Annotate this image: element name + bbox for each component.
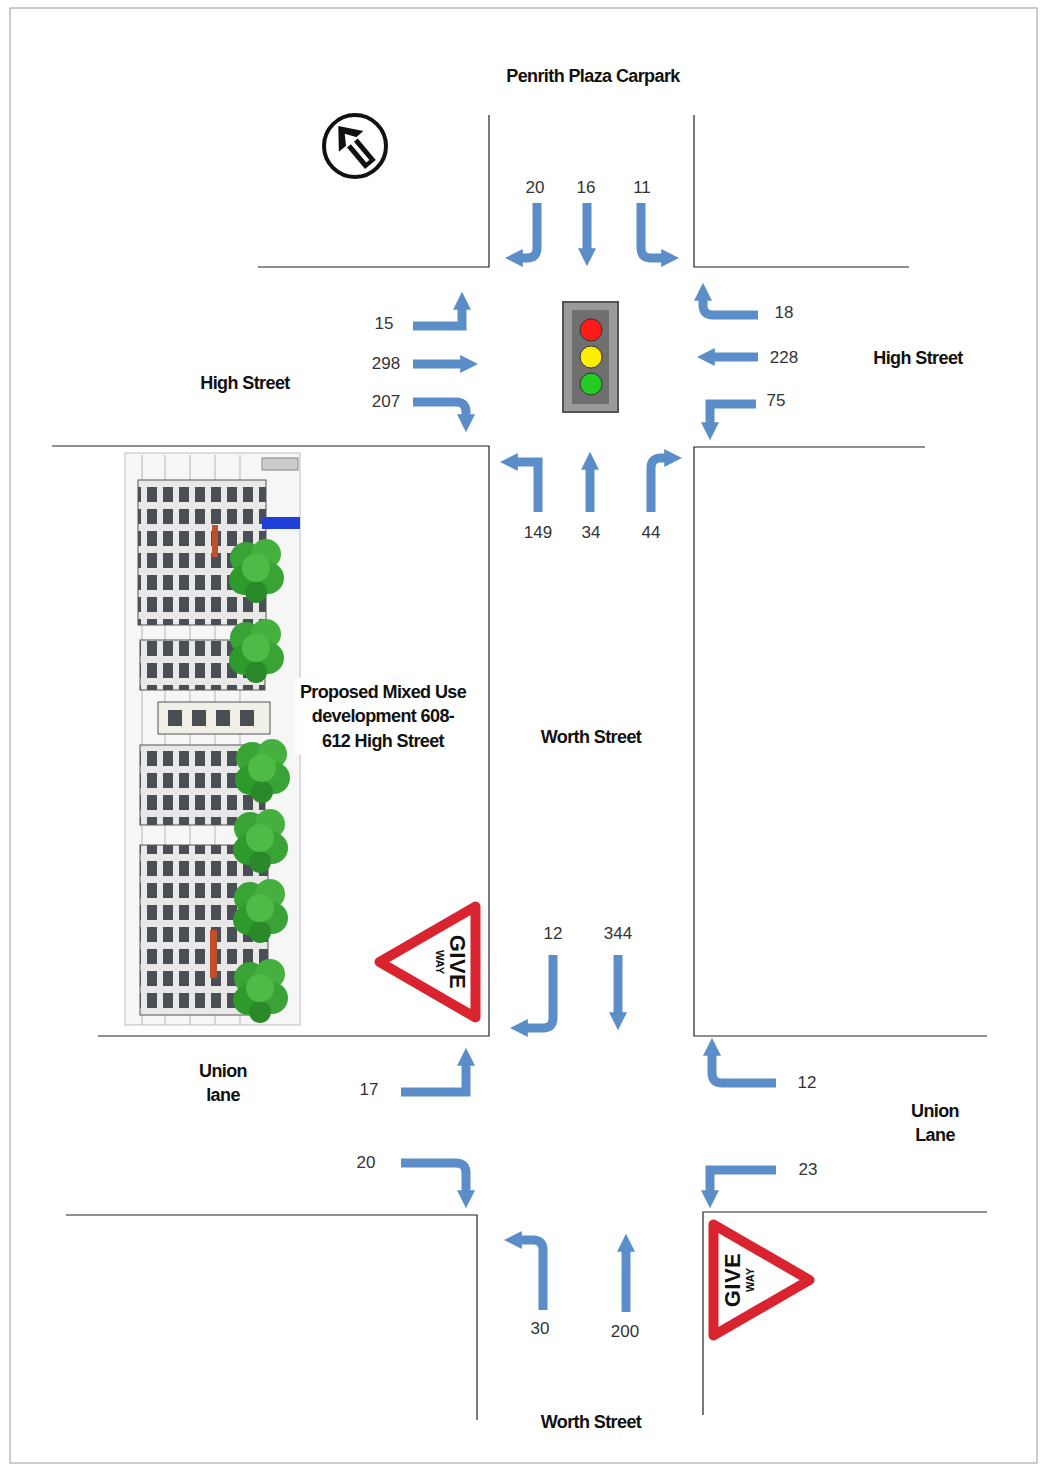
frame	[10, 8, 1037, 1463]
building-elevation-part	[262, 458, 298, 470]
street-name: Worth Street	[541, 1410, 641, 1434]
kerb-lines-part	[703, 1212, 987, 1415]
north-arrow-symbol-part	[324, 115, 386, 177]
kerb-lines-part	[52, 446, 489, 1036]
traffic-arrows-part	[710, 1170, 776, 1192]
building-elevation-part	[216, 710, 230, 726]
kerb-lines-part	[258, 115, 489, 267]
traffic-arrows-part	[413, 402, 466, 416]
volume-count: 75	[767, 391, 786, 411]
north-arrow-symbol-part	[326, 116, 383, 175]
volume-count: 12	[798, 1073, 817, 1093]
volume-count: 16	[577, 178, 596, 198]
traffic-arrows-part	[401, 1163, 466, 1192]
volume-count: 30	[531, 1319, 550, 1339]
building-elevation-part	[233, 809, 288, 873]
traffic-arrows-part	[712, 1054, 776, 1083]
traffic-arrows-part	[710, 404, 756, 424]
street-name: High Street	[873, 346, 962, 370]
building-elevation-part	[210, 930, 217, 978]
volume-count: 228	[770, 348, 798, 368]
traffic-arrows-part	[583, 203, 592, 250]
building-elevation-part	[233, 879, 288, 943]
traffic-arrows-part	[526, 955, 553, 1028]
traffic-arrows-part	[516, 462, 538, 512]
north-arrow-symbol	[324, 115, 386, 177]
street-name: High Street	[200, 371, 289, 395]
building-elevation-part	[212, 525, 218, 557]
traffic-signal-symbol-part	[580, 319, 602, 341]
traffic-arrows-part	[713, 353, 758, 362]
traffic-signal-symbol	[563, 302, 618, 412]
development-label: Proposed Mixed Use development 608-612 H…	[295, 678, 471, 755]
north-arrow-symbol-part-part	[326, 116, 383, 175]
traffic-arrows-part	[641, 203, 663, 258]
building-elevation	[125, 453, 300, 1025]
traffic-signal-symbol-part	[580, 373, 602, 395]
traffic-arrows-part	[651, 458, 666, 512]
traffic-arrows-part	[413, 360, 462, 369]
volume-count: 23	[799, 1160, 818, 1180]
traffic-arrows-part	[413, 308, 462, 326]
kerb-lines	[52, 115, 987, 1420]
building-elevation-part	[229, 619, 284, 683]
building-elevation-part	[240, 710, 254, 726]
volume-count: 34	[582, 523, 601, 543]
volume-count: 207	[372, 392, 400, 412]
building-elevation-part	[168, 710, 182, 726]
traffic-signal-symbol-part	[563, 302, 618, 412]
volume-count: 12	[544, 924, 563, 944]
street-name: Worth Street	[541, 725, 641, 749]
north-arrow-symbol-part-part	[339, 129, 374, 167]
traffic-arrows-part	[622, 1250, 631, 1312]
kerb-lines-part	[66, 1215, 477, 1420]
traffic-arrows-part	[614, 955, 623, 1014]
kerb-lines-part	[694, 447, 987, 1036]
building-elevation-part	[192, 710, 206, 726]
sign-text: GIVE	[445, 900, 482, 1025]
street-name: Union lane	[188, 1059, 258, 1108]
give-way-sign: GIVEWAY	[372, 900, 482, 1025]
volume-count: 344	[604, 924, 632, 944]
location-name: Penrith Plaza Carpark	[506, 64, 679, 88]
give-way-sign: GIVEWAY	[706, 1218, 816, 1343]
building-elevation-part	[158, 702, 270, 734]
traffic-signal-symbol-part	[572, 310, 609, 404]
building-elevation-part	[235, 739, 290, 803]
volume-count: 149	[524, 523, 552, 543]
sign-text: GIVE	[706, 1218, 743, 1343]
kerb-lines-part	[694, 115, 909, 267]
building-elevation-part	[229, 539, 284, 603]
traffic-arrows-part	[586, 468, 595, 512]
sign-text: WAY	[433, 900, 445, 1025]
building-elevation-part	[262, 517, 300, 529]
street-name: Union Lane	[900, 1099, 970, 1148]
volume-count: 20	[357, 1153, 376, 1173]
volume-count: 298	[372, 354, 400, 374]
traffic-arrows-part	[520, 1240, 543, 1310]
volume-count: 18	[775, 303, 794, 323]
building-elevation-part	[233, 959, 288, 1023]
traffic-arrows-part	[703, 299, 758, 315]
sign-text: WAY	[743, 1218, 755, 1343]
traffic-signal-symbol-part	[580, 346, 602, 368]
volume-count: 200	[611, 1322, 639, 1342]
traffic-arrows	[401, 203, 776, 1312]
volume-count: 20	[526, 178, 545, 198]
traffic-arrows-part	[401, 1064, 466, 1092]
volume-count: 44	[642, 523, 661, 543]
volume-count: 11	[633, 178, 651, 198]
volume-count: 15	[375, 314, 394, 334]
volume-count: 17	[360, 1080, 379, 1100]
building-elevation-part	[125, 453, 300, 1025]
traffic-arrows-part	[521, 203, 537, 258]
